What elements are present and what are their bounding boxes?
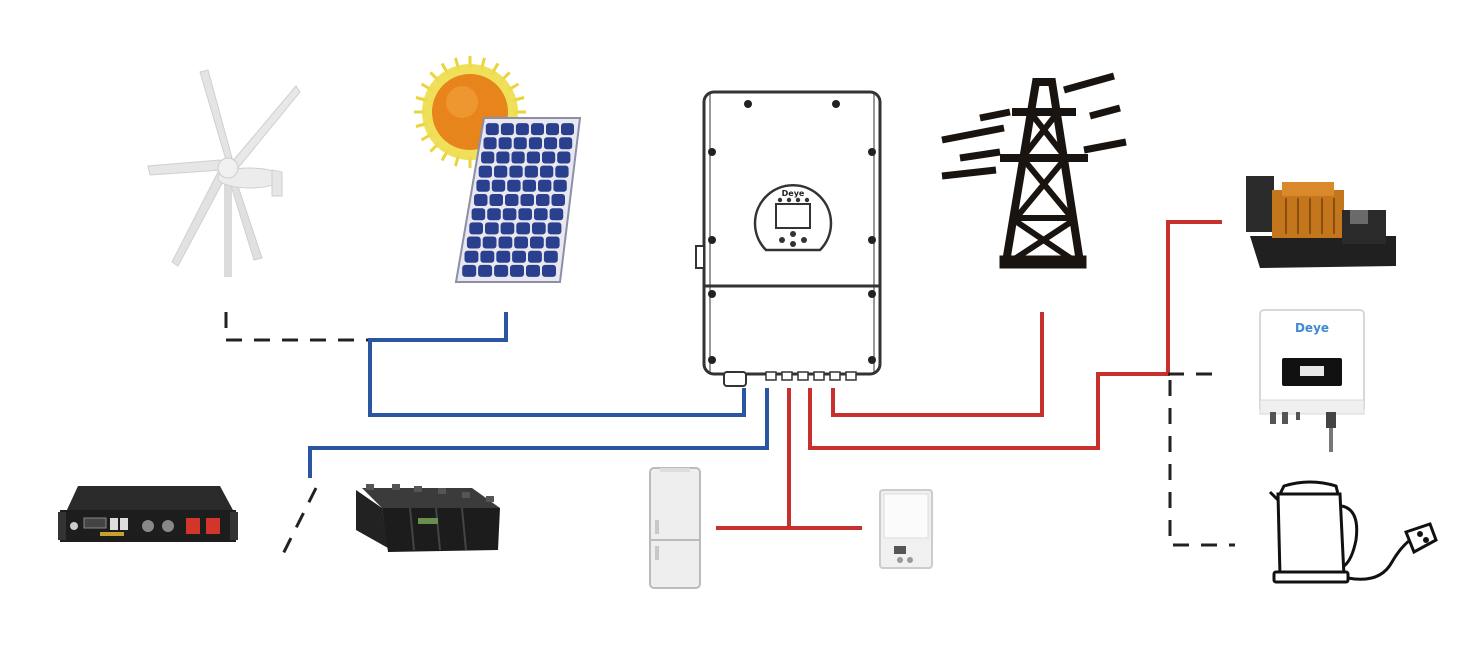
solar-cell [485,222,499,235]
solar-cell [483,137,497,150]
inverter-brand: Deye [782,189,805,198]
transmission-tower-icon [941,72,1127,269]
solar-cell [485,123,499,136]
solar-cell [557,151,571,164]
solar-cell [464,250,479,263]
string-inverter-icon [879,489,933,569]
solar-cell [542,264,556,277]
solar-cell [509,165,523,178]
inverter-display: Deye [753,184,833,252]
solar-cell [524,165,538,178]
solar-cell [536,194,550,206]
solar-cell [547,222,562,235]
solar-cell [543,250,558,263]
solar-cell [520,194,534,206]
solar-cell [511,151,525,164]
solar-cell [498,137,512,150]
solar-cell [540,165,554,178]
wind-dashed-line [224,312,370,342]
fridge-icon [649,467,701,589]
solar-cell [507,179,521,192]
load-ac-line [716,388,862,530]
solar-cell [469,222,483,235]
lead-acid-battery-icon [356,484,500,552]
solar-cell [462,264,477,277]
solar-panel-icon [414,56,582,283]
solar-cell [500,123,514,136]
solar-cell [526,151,540,164]
solar-cell [530,236,544,249]
solar-cell [474,194,488,206]
solar-cell [549,208,564,221]
solar-cell [481,151,495,164]
solar-cell [544,137,558,150]
solar-cell [510,264,524,277]
solar-cell [516,222,530,235]
solar-cell [518,208,532,221]
solar-cell [478,264,493,277]
solar-cell [532,222,546,235]
solar-cell [471,208,486,221]
generator-icon [1246,176,1396,268]
solar-cell [531,123,544,136]
solar-cell [496,151,510,164]
solar-cells [462,123,574,277]
solar-cell [561,123,574,136]
solar-cell [538,179,552,192]
solar-cell [491,179,506,192]
solar-cell [553,179,567,192]
solar-cell [482,236,497,249]
solar-cell [514,236,528,249]
solar-cell [546,123,559,136]
solar-cell [522,179,536,192]
solar-cell [480,250,495,263]
solar-cell [515,123,529,136]
solar-cell [526,264,540,277]
solar-cell [528,250,542,263]
solar-cell [476,179,490,192]
wind-turbine-icon [147,69,301,277]
rack-battery-icon [58,486,238,542]
battery-dashed-line [280,487,318,557]
solar-cell [512,250,526,263]
inverter-terminals [723,371,857,387]
solar-cell [555,165,569,178]
pv-dc-line [368,312,746,417]
micro-inverter-brand: Deye [1295,321,1329,335]
grid-ac-line [831,312,1044,417]
inverter-icon: Deye [695,90,882,387]
gen-ac-line [808,220,1222,450]
solar-cell [500,222,515,235]
solar-cell [498,236,513,249]
solar-cell [513,137,527,150]
solar-cell [528,137,542,150]
solar-cell [466,236,481,249]
solar-cell [494,264,509,277]
solar-cell [489,194,503,206]
solar-cell [487,208,501,221]
kettle-icon [1268,480,1438,584]
solar-cell [559,137,573,150]
battery-dc-line [308,388,769,478]
solar-cell [496,250,511,263]
solar-cell [478,165,492,178]
solar-cell [494,165,508,178]
solar-cell [502,208,517,221]
solar-cell [505,194,519,206]
connection-lines [224,220,1235,557]
solar-cell [534,208,548,221]
micro-inverter-icon: Deye [1259,309,1365,452]
kettle-dashed-line [1168,380,1235,547]
solar-cell [551,194,565,206]
solar-cell [545,236,560,249]
solar-cell [542,151,556,164]
